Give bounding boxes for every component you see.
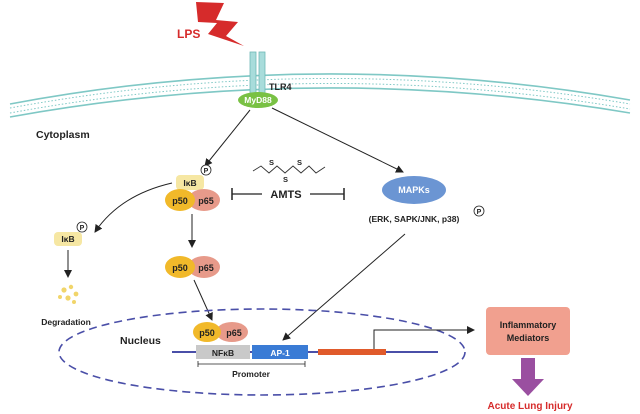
amts-structure-atom: S — [297, 158, 302, 167]
tlr4-receptor — [249, 51, 266, 95]
arrow-myd88-to-mapk — [271, 107, 404, 173]
ikb-label: IκB — [183, 178, 196, 188]
nuclear-nfkb-dimer: p50 p65 — [193, 322, 248, 342]
ap1-site-label: AP-1 — [270, 348, 290, 358]
degradation-fragments — [58, 284, 79, 304]
free-ikb-phospho-label: P — [80, 225, 85, 232]
p50-subunit — [165, 189, 195, 211]
p65-subunit — [188, 189, 220, 211]
phospho-icon — [76, 221, 88, 233]
degradation-label: Degradation — [41, 317, 91, 327]
p50-label: p50 — [172, 196, 188, 206]
amts-structure: S S S — [252, 158, 326, 184]
arrow-mapk-to-ap1 — [282, 233, 406, 341]
nucleus-label: Nucleus — [120, 335, 161, 347]
lps-label: LPS — [177, 27, 200, 41]
mapk-label: MAPKs — [398, 185, 430, 195]
inhibition-to-nfkb — [231, 188, 262, 200]
amts-structure-atom: S — [269, 158, 274, 167]
ikb-nfkb-complex: IκB P p50 p65 — [165, 164, 220, 211]
myd88-node — [238, 92, 278, 108]
promoter-label: Promoter — [232, 369, 270, 379]
free-nfkb-dimer: p50 p65 — [165, 256, 220, 278]
free-p50-label: p50 — [172, 263, 188, 273]
phospho-icon — [200, 164, 212, 176]
lightning-bolt-icon — [196, 2, 244, 46]
nucleus-envelope — [58, 308, 466, 396]
mapk-members-label: (ERK, SAPK/JNK, p38) — [369, 214, 460, 224]
ikb-box — [176, 175, 204, 190]
gene-segment — [318, 349, 386, 355]
nuclear-p65-label: p65 — [226, 328, 242, 338]
tlr4-label: TLR4 — [269, 82, 292, 92]
ikb-phospho-label: P — [204, 168, 209, 175]
nuclear-p50-label: p50 — [199, 328, 215, 338]
inhibition-to-mapk — [310, 188, 345, 200]
cell-membrane — [9, 73, 631, 118]
cytoplasm-label: Cytoplasm — [36, 129, 90, 141]
arrow-myd88-to-nfkb — [204, 109, 251, 167]
mediators-label-line2: Mediators — [507, 333, 550, 343]
mapk-phospho-label: P — [477, 209, 482, 216]
p65-label: p65 — [198, 196, 214, 206]
amts-label: AMTS — [270, 189, 301, 201]
arrow-ikb-to-degradation — [94, 182, 173, 233]
myd88-label: MyD88 — [244, 95, 272, 105]
arrow-dimer-to-nucleus — [193, 279, 213, 321]
free-ikb-box — [54, 232, 82, 246]
amts-structure-atom: S — [283, 175, 288, 184]
transcription-arrow — [373, 326, 475, 349]
mediators-box — [486, 307, 570, 355]
mapk-node — [382, 176, 446, 204]
mediators-label-line1: Inflammatory — [500, 320, 557, 330]
nfkb-site-label: NFκB — [212, 348, 234, 358]
nfkb-binding-site — [196, 345, 250, 359]
free-ikb-label: IκB — [61, 234, 74, 244]
ap1-binding-site — [252, 345, 308, 359]
free-p65-label: p65 — [198, 263, 214, 273]
phospho-icon — [473, 205, 485, 217]
outcome-label: Acute Lung Injury — [488, 401, 573, 412]
outcome-arrow — [512, 358, 544, 396]
promoter-bracket — [197, 361, 306, 367]
